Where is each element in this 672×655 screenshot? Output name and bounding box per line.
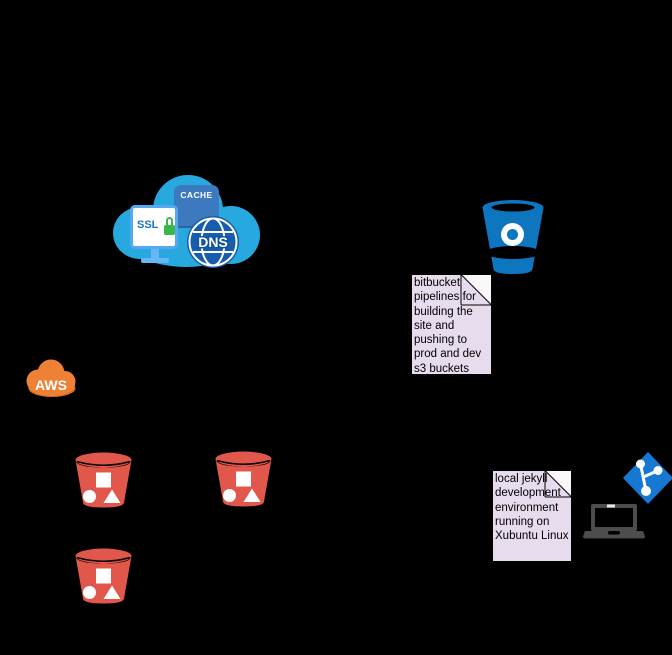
dns-globe-icon: DNS [187, 216, 239, 268]
pipeline-note [411, 274, 492, 375]
aws-label: AWS [35, 377, 67, 393]
note-fold [543, 470, 572, 499]
monitor-stand-base [141, 258, 169, 263]
aws-icon: AWS [26, 359, 76, 397]
jekyll-note [492, 470, 572, 562]
s3-bucket-2-icon [215, 451, 272, 507]
dns-label: DNS [198, 234, 228, 250]
padlock-body [164, 225, 175, 235]
s3-bucket-1-icon [75, 452, 132, 508]
padlock-icon [166, 217, 173, 226]
bitbucket-icon [482, 200, 544, 274]
note-fold [459, 274, 492, 307]
pipeline-note-text: bitbucket pipelines for building the sit… [414, 277, 482, 375]
s3-bucket-3-icon [75, 548, 132, 604]
monitor-stand [151, 249, 159, 258]
laptop-camera [607, 504, 615, 508]
laptop-icon [583, 504, 645, 539]
ssl-label: SSL [137, 219, 159, 231]
ssl-monitor-icon: SSL [128, 203, 182, 265]
jekyll-note-text: local jekyll development environment run… [495, 473, 569, 543]
cache-label: CACHE [180, 190, 213, 200]
git-icon [623, 452, 672, 504]
